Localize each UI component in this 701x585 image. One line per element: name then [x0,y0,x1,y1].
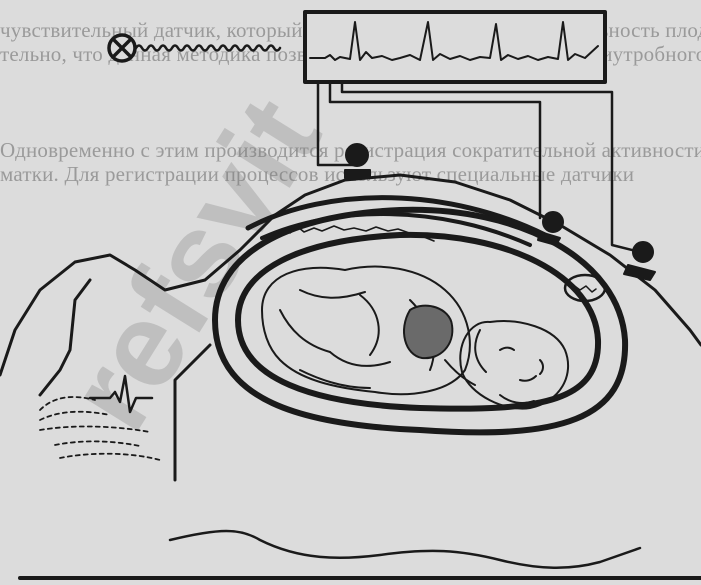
ultrasound-probe [109,35,280,61]
bed [20,531,701,578]
back-outline [40,280,90,395]
ultrasound-wave [136,46,280,51]
fetus [262,267,568,409]
ctg-monitor [305,12,605,82]
maternal-ecg [40,376,160,460]
fetus-head [460,321,568,408]
sensor-top [345,144,370,178]
sensor-right [624,242,655,280]
leg-outline [175,345,210,480]
heart-region [404,306,452,359]
maternal-ecg-trace [90,376,152,412]
